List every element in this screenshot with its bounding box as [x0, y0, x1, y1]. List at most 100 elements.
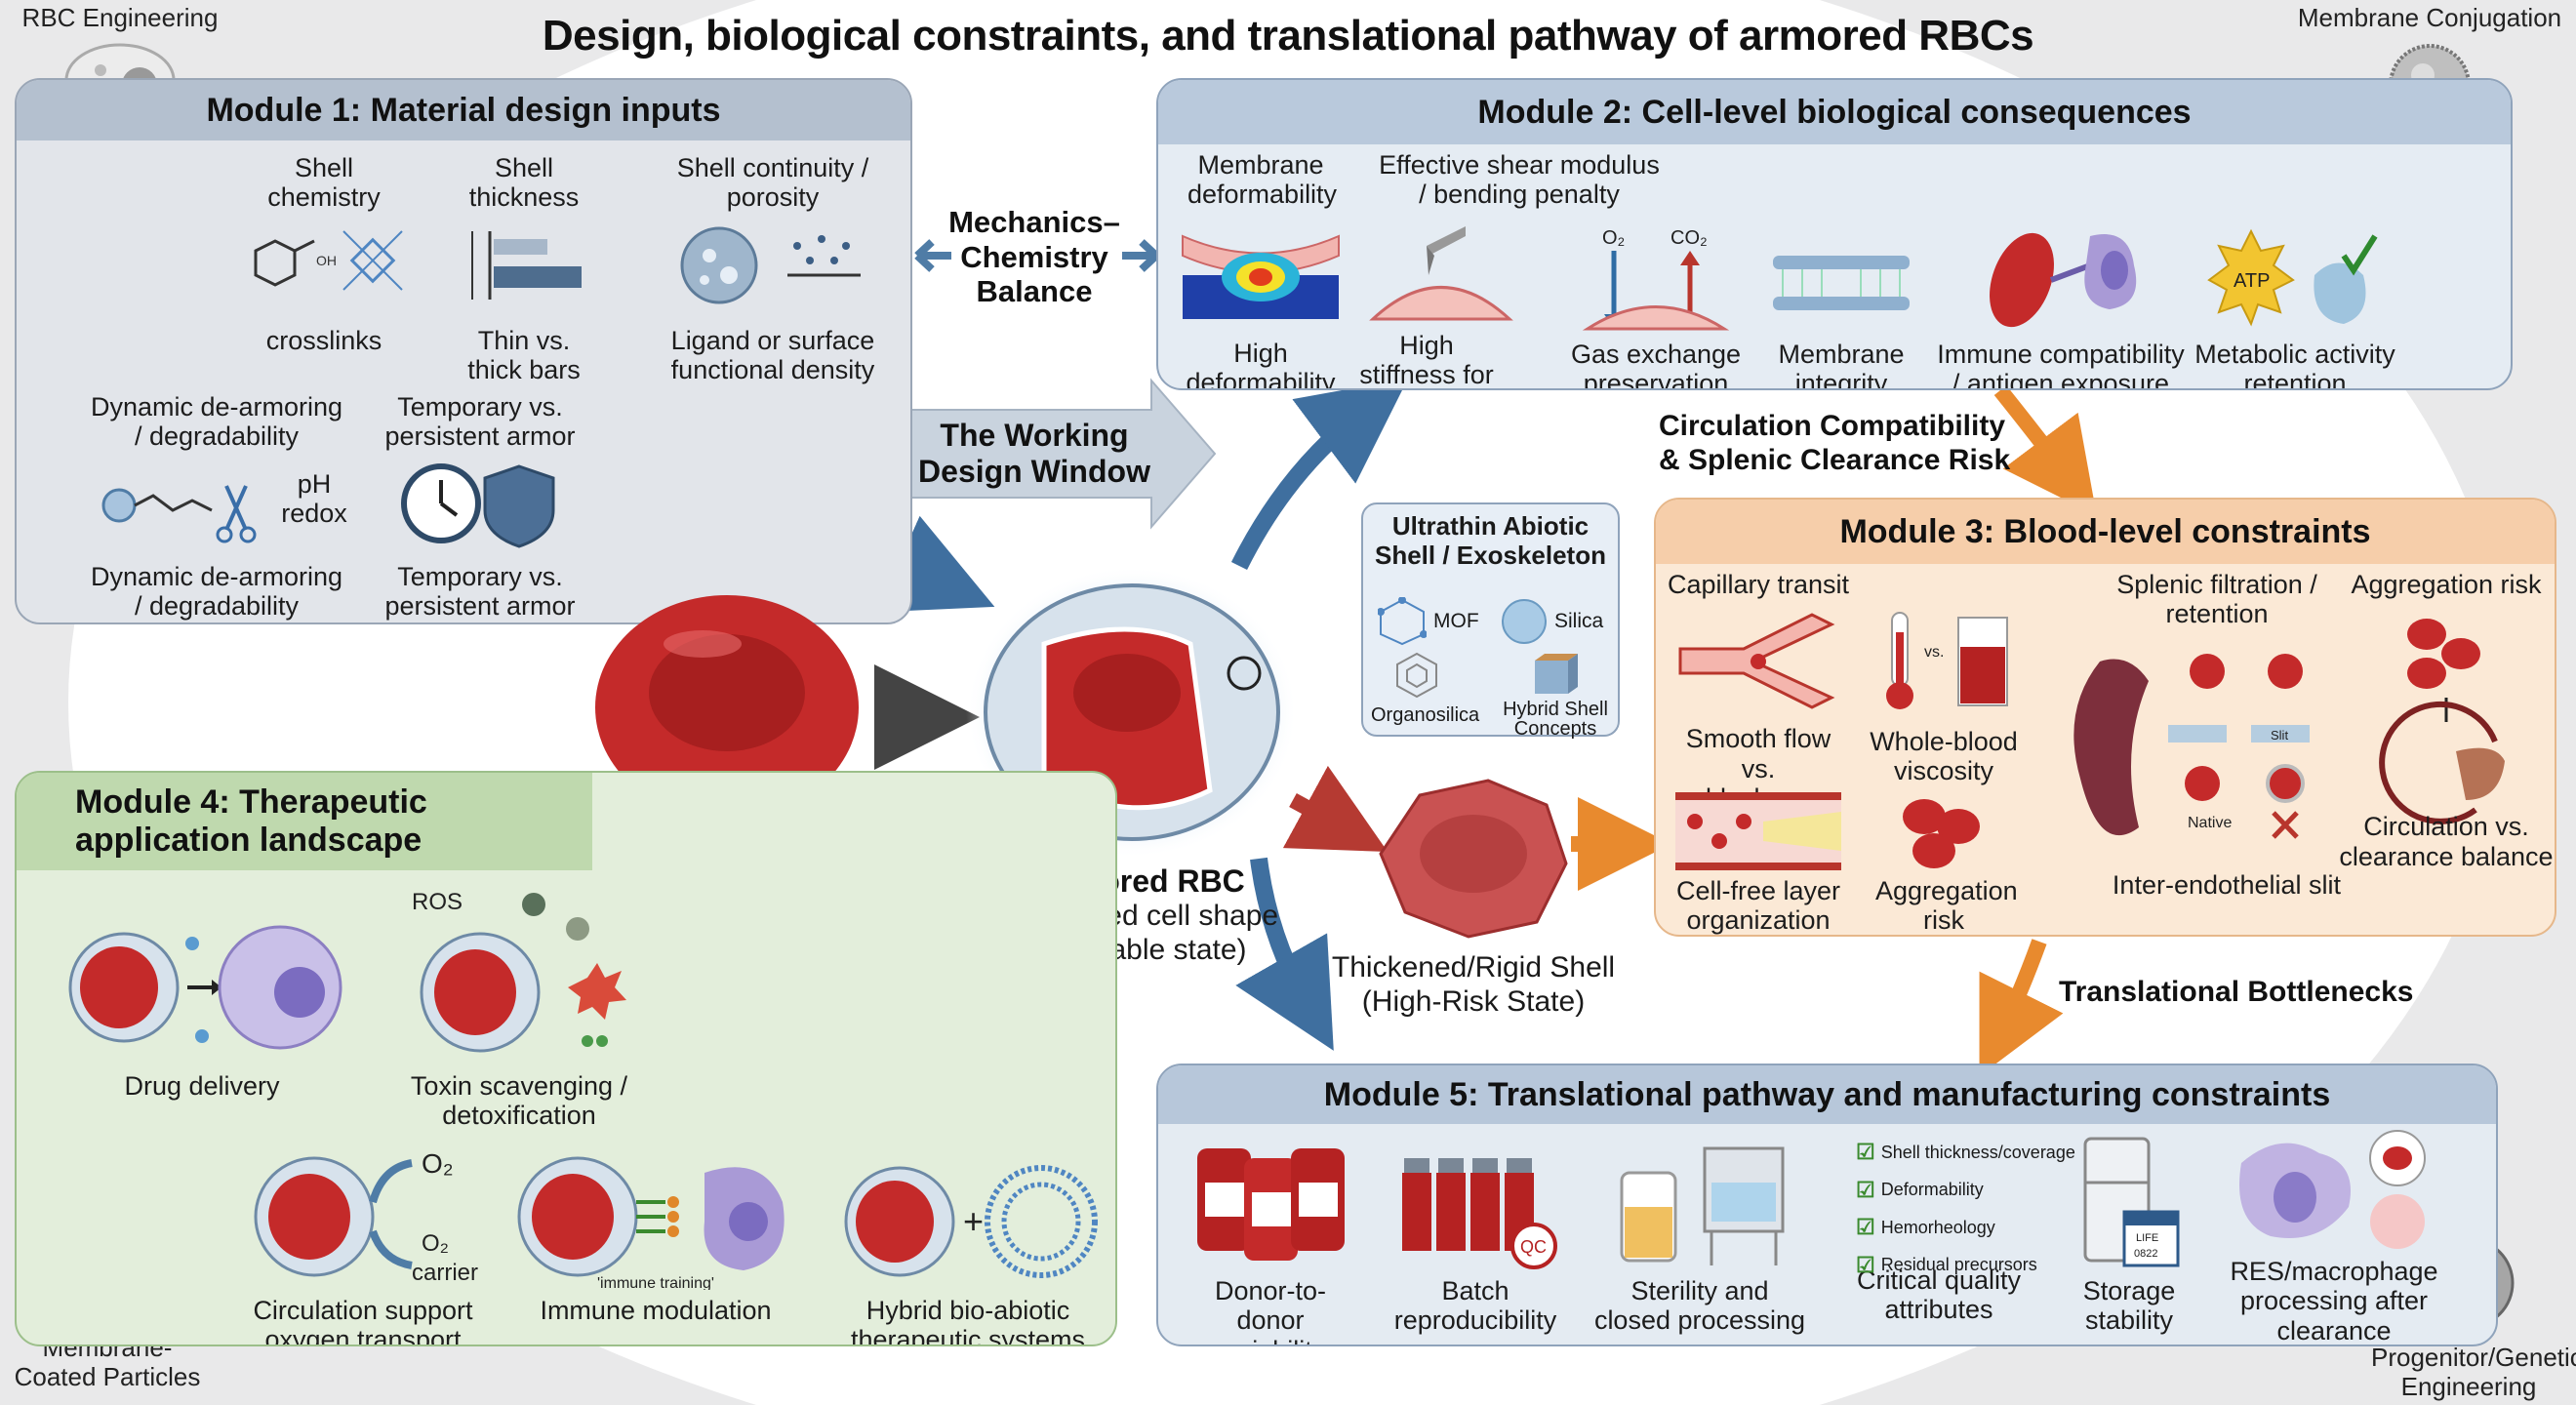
- clock-shield-icon: [401, 463, 555, 549]
- translational-label: Translational Bottlenecks: [2059, 976, 2414, 1008]
- quality-attribute-row: ☑Hemorheology: [1856, 1209, 2075, 1247]
- hybrid-shell-icon: [1535, 654, 1578, 694]
- material-silica: Silica: [1554, 610, 1604, 632]
- vs-label: vs.: [1924, 644, 1944, 661]
- hybrid-liposome-icon: +: [844, 1165, 1098, 1278]
- balance-label: Mechanics– Chemistry Balance: [948, 205, 1120, 309]
- m2-item-deformability: Membrane deformability High deformabilit…: [1163, 150, 1358, 388]
- m3-item-clearance: Aggregation risk Circulation vs. clearan…: [2339, 570, 2554, 871]
- organosilica-icon: [1396, 652, 1437, 699]
- module-3-title: Module 3: Blood-level constraints: [1656, 500, 2555, 564]
- m2-item-membrane-integrity: Membrane integrity: [1744, 226, 1939, 388]
- checkbox-checked-icon: ☑: [1856, 1215, 1875, 1239]
- shell-box-title: Ultrathin Abiotic Shell / Exoskeleton: [1375, 511, 1606, 570]
- module-4-title: Module 4: Therapeutic application landsc…: [17, 773, 592, 870]
- o2-carrier-label: O₂: [422, 1230, 449, 1257]
- carrier-label: carrier: [412, 1260, 478, 1286]
- module-1-title: Module 1: Material design inputs: [17, 80, 910, 140]
- quality-attribute-row: ☑Shell thickness/coverage: [1856, 1134, 2075, 1172]
- page-title: Design, biological constraints, and tran…: [542, 12, 2034, 60]
- m1-item-shell-chemistry: Shell chemistry OH crosslinks: [202, 153, 446, 355]
- quality-attributes-list: ☑Shell thickness/coverage ☑Deformability…: [1856, 1134, 2075, 1284]
- oxygen-carrier-icon: O₂ O₂ carrier: [254, 1148, 478, 1286]
- circulation-label: Circulation Compatibility & Splenic Clea…: [1659, 410, 2011, 476]
- m2-item-shear-modulus: Effective shear modulus / bending penalt…: [1359, 150, 1660, 389]
- m1-item-shell-continuity: Shell continuity / porosity Ligand or su…: [641, 153, 905, 384]
- capillary-branch-icon: [1678, 613, 1835, 709]
- m4-item-toxin: ROS Toxin scavenging / detoxification: [387, 885, 651, 1131]
- arrow-module2-to-module3: [1993, 385, 2097, 516]
- m2-item-gas-exchange: O₂ CO₂ Gas exchange preservation: [1570, 227, 1742, 390]
- mof-icon: [1378, 597, 1427, 646]
- bioreactor-hood-icon: [1620, 1146, 1785, 1265]
- material-mof: MOF: [1433, 610, 1479, 632]
- corner-heading: RBC Engineering: [21, 3, 219, 32]
- m3-item-splenic: Splenic filtration / retention Slit Nati…: [2036, 570, 2329, 877]
- immune-cell-icon: [1990, 232, 2137, 328]
- macrophage-icon: [2239, 1130, 2426, 1249]
- working-window-label: The Working Design Window: [918, 418, 1150, 489]
- m5-item-cqa: Critical quality attributes: [1856, 1265, 2022, 1325]
- calendar-date: 0822: [2134, 1248, 2157, 1260]
- m5-item-sterility: Sterility and closed processing: [1588, 1134, 1812, 1336]
- module-1-panel: Module 1: Material design inputs Shell c…: [15, 78, 912, 624]
- m1-item-temporary-armor: Temporary vs. persistent armor Temporary…: [384, 392, 576, 621]
- m5-item-res: RES/macrophage processing after clearanc…: [2212, 1124, 2456, 1345]
- native-label: Native: [2188, 815, 2232, 831]
- chemical-structure-icon: OH: [254, 230, 403, 292]
- balance-right-arrow: [1122, 239, 1159, 272]
- checkbox-checked-icon: ☑: [1856, 1252, 1875, 1277]
- m4-item-oxygen: O₂ O₂ carrier Circulation support oxygen…: [231, 1144, 495, 1345]
- m2-item-immune: Immune compatibility / antigen exposure: [1929, 226, 2193, 388]
- native-rbc-icon: [595, 595, 859, 820]
- thickness-bars-icon: [471, 231, 582, 301]
- co2-label: CO₂: [1670, 227, 1708, 249]
- corner-heading: Membrane Conjugation: [2297, 3, 2562, 32]
- vials-qc-icon: QC: [1402, 1158, 1557, 1269]
- material-organosilica: Organosilica: [1371, 704, 1480, 726]
- qc-badge: QC: [1520, 1237, 1547, 1257]
- m3-item-capillary: Capillary transit Smooth flow vs. blocka…: [1667, 570, 1850, 813]
- porous-sphere-icon: [680, 226, 861, 304]
- rigid-shell-label: Thickened/Rigid Shell (High-Risk State): [1331, 951, 1616, 1018]
- arrow-armored-to-module2: [1230, 378, 1409, 571]
- module-2-panel: Module 2: Cell-level biological conseque…: [1156, 78, 2513, 390]
- m3-item-cell-free-layer: Cell-free layer organization: [1661, 792, 1856, 935]
- drug-delivery-icon: [68, 925, 342, 1050]
- vessel-flow-icon: [1675, 792, 1841, 870]
- module-2-title: Module 2: Cell-level biological conseque…: [1158, 80, 2511, 144]
- lipid-bilayer-icon: [1773, 256, 1910, 310]
- liver-cycle-icon: [2379, 619, 2505, 825]
- m5-item-donor: Donor-to-donor variability: [1178, 1134, 1363, 1345]
- m4-item-immune: 'immune training' Immune modulation: [509, 1144, 802, 1325]
- m3-item-aggregation: Aggregation risk: [1861, 792, 2027, 935]
- o2-label: O₂: [1602, 227, 1625, 249]
- rbc-cluster-icon: [1903, 799, 1980, 868]
- immune-training-label: 'immune training': [597, 1275, 714, 1290]
- arrow-armored-to-rigid: [1282, 765, 1389, 852]
- arrow-module3-to-module5: [1979, 939, 2064, 1076]
- thermometer-beaker-icon: vs.: [1886, 612, 2008, 709]
- spleen-slit-icon: Slit Native: [2073, 654, 2310, 840]
- afm-tip-icon: [1369, 226, 1513, 321]
- rigid-shell-rbc-icon: [1379, 779, 1568, 939]
- module-3-panel: Module 3: Blood-level constraints Capill…: [1654, 498, 2556, 937]
- m2-item-metabolic: ATP Metabolic activity retention: [2183, 226, 2407, 388]
- module-4-panel: Module 4: Therapeutic application landsc…: [15, 771, 1117, 1346]
- atp-label: ATP: [2234, 270, 2270, 292]
- toxin-scavenging-icon: ROS: [412, 889, 626, 1053]
- svg-text:OH: OH: [316, 253, 337, 268]
- arrow-armored-to-module5: [1235, 857, 1334, 1051]
- balance-left-arrow: [914, 239, 951, 272]
- checkbox-checked-icon: ☑: [1856, 1177, 1875, 1202]
- m1-item-shell-thickness: Shell thickness Thin vs. thick bars: [426, 153, 622, 384]
- slit-label: Slit: [2271, 728, 2288, 743]
- material-hybrid: Hybrid Shell Concepts: [1503, 699, 1608, 740]
- cleavage-scissors-icon: [101, 485, 257, 543]
- module-5-panel: Module 5: Translational pathway and manu…: [1156, 1064, 2498, 1346]
- gas-exchange-icon: O₂ CO₂: [1582, 227, 1730, 331]
- m3-item-viscosity: vs. Whole-blood viscosity: [1861, 602, 2027, 786]
- ultrathin-shell-box: Ultrathin Abiotic Shell / Exoskeleton MO…: [1361, 502, 1620, 740]
- deformation-heatmap-icon: [1182, 234, 1340, 320]
